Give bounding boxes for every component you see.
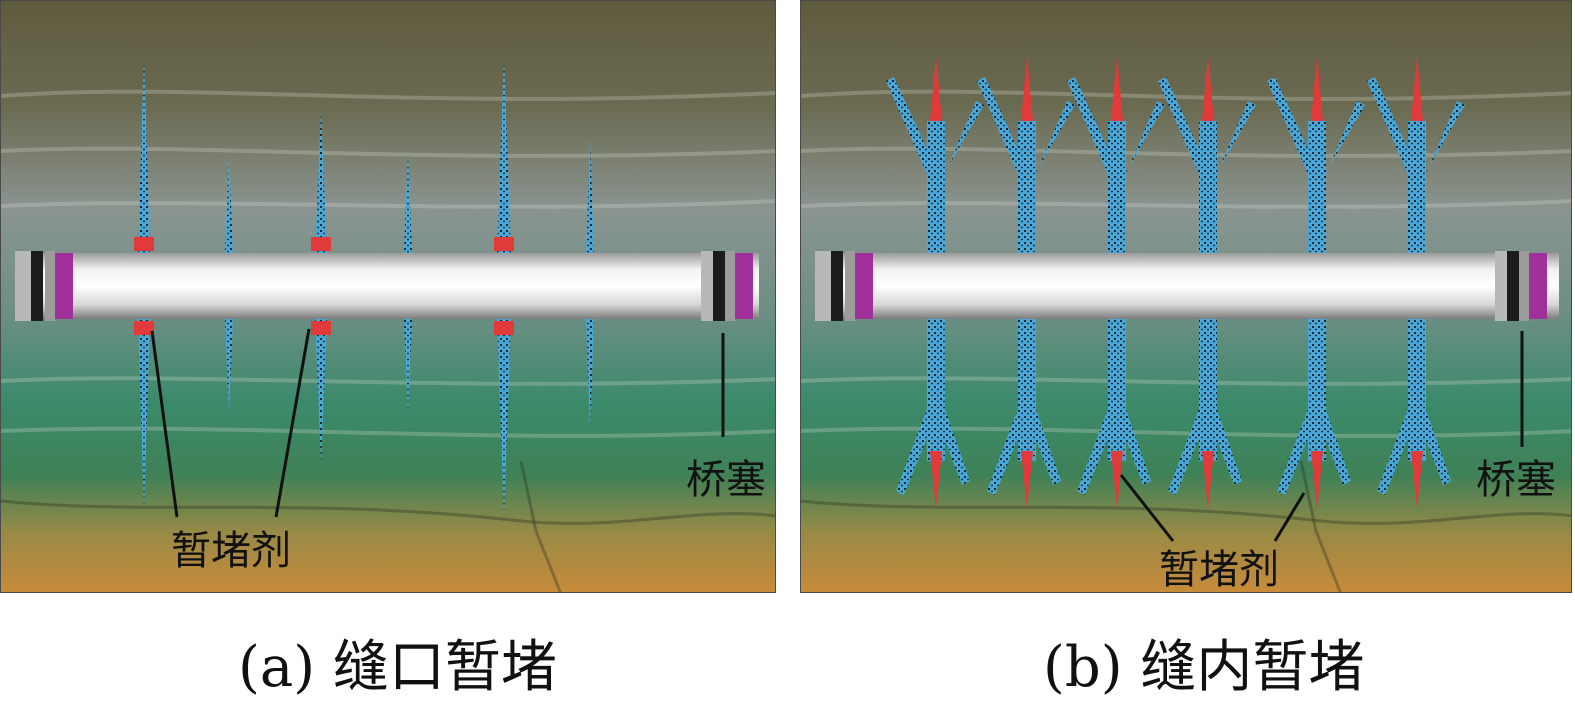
wellbore-pipe <box>15 253 759 319</box>
panel-b: 暂堵剂 桥塞 <box>800 0 1572 593</box>
diverter-lower <box>1411 451 1423 509</box>
bridge-plug-right <box>701 251 753 321</box>
fracture-branch <box>1158 77 1210 181</box>
bridge-plug-label: 桥塞 <box>1476 457 1556 503</box>
diverter-upper <box>1021 56 1033 121</box>
caption-b: (b) 缝内暂堵 <box>1043 635 1365 700</box>
diverter-lower <box>930 451 942 509</box>
fracture-branch <box>1025 401 1061 485</box>
diverter-lower <box>1202 451 1214 509</box>
diverter-lower <box>1021 451 1033 509</box>
diverter-upper <box>930 56 942 121</box>
fracture-branch <box>934 101 984 191</box>
fracture-branch <box>1067 77 1119 181</box>
diverter-upper <box>134 237 154 251</box>
branched-fracture <box>1158 56 1256 509</box>
rock-cracks <box>801 460 1571 592</box>
panel-a-illustration: 暂堵剂 桥塞 <box>1 1 775 592</box>
fracture-branch <box>1206 101 1256 191</box>
callout-lines <box>150 328 725 518</box>
diverter-upper <box>311 237 331 251</box>
fracture-branch <box>1077 401 1119 495</box>
fracture-branch <box>1277 401 1319 495</box>
fracture-branch <box>1267 77 1319 181</box>
rock-strata <box>1 89 775 438</box>
diverter-label: 暂堵剂 <box>1159 547 1279 593</box>
fracture-branch <box>1115 401 1151 485</box>
fracture-branch <box>886 77 938 181</box>
diverter-plugs <box>134 237 514 335</box>
diverter-upper <box>494 237 514 251</box>
rock-cracks <box>1 460 775 592</box>
diverter-lower <box>1111 451 1123 509</box>
branched-fracture <box>1267 56 1365 509</box>
fracture-branch <box>1168 401 1210 495</box>
panel-a: 暂堵剂 桥塞 <box>0 0 776 593</box>
fracture-branch <box>1377 401 1419 495</box>
fracture-branch <box>896 401 938 495</box>
diverter-label: 暂堵剂 <box>171 528 291 574</box>
branched-fractures <box>886 56 1465 509</box>
branched-fracture <box>977 56 1075 509</box>
wellbore-pipe <box>815 253 1559 319</box>
bridge-plug-label: 桥塞 <box>686 457 766 503</box>
diverter-upper <box>1411 56 1423 121</box>
panel-b-illustration: 暂堵剂 桥塞 <box>801 1 1571 593</box>
callout-lines <box>1119 331 1524 542</box>
diverter-upper <box>1311 56 1323 121</box>
diverter-lower <box>311 321 331 335</box>
fracture-branch <box>1206 401 1242 485</box>
diverter-upper <box>1202 56 1214 121</box>
diverter-lower <box>494 321 514 335</box>
bridge-plug-left <box>815 251 873 321</box>
fracture-branch <box>1025 101 1075 191</box>
fracture-branch <box>1115 101 1165 191</box>
bridge-plug-left <box>15 251 73 321</box>
fracture-branch <box>1415 401 1451 485</box>
fracture-branch <box>1415 101 1465 191</box>
fracture-branch <box>987 401 1029 495</box>
fracture-branch <box>1315 101 1365 191</box>
diverter-lower <box>134 321 154 335</box>
diverter-lower <box>1311 451 1323 509</box>
fracture-branch <box>934 401 970 485</box>
fracture-branch <box>977 77 1029 181</box>
caption-a: (a) 缝口暂堵 <box>238 635 557 700</box>
fracture-branch <box>1315 401 1351 485</box>
branched-fracture <box>886 56 984 509</box>
fracture-branch <box>1367 77 1419 181</box>
bridge-plug-right <box>1495 251 1547 321</box>
diverter-upper <box>1111 56 1123 121</box>
